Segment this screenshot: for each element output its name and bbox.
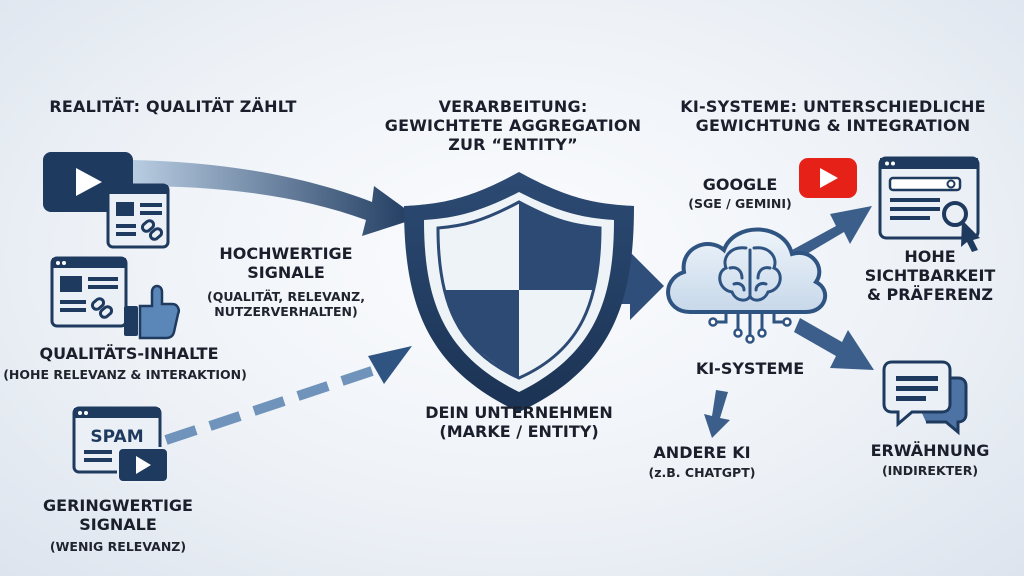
spam-label: SPAM: [90, 427, 143, 447]
arrow-ai-to-mention: [794, 318, 874, 370]
low-signals-title: GERINGWERTIGE SIGNALE: [43, 496, 193, 534]
quality-content-title: QUALITÄTS-INHALTE: [39, 344, 219, 363]
arrow-ai-to-visibility: [792, 206, 872, 258]
thumbs-up-icon: [124, 284, 180, 340]
article-link-icon: [106, 183, 170, 249]
other-ai-detail: (z.B. CHATGPT): [648, 465, 756, 480]
mention-title: ERWÄHNUNG: [870, 441, 990, 460]
shield-icon: [404, 172, 634, 412]
quality-content-detail: (HOHE RELEVANZ & INTERAKTION): [3, 367, 247, 382]
arrow-ai-to-other-ai: [704, 390, 730, 438]
heading-left: REALITÄT: QUALITÄT ZÄHLT: [49, 97, 297, 116]
quality-content-page-icon: [50, 256, 128, 328]
heading-center: VERARBEITUNG: GEWICHTETE AGGREGATION ZUR…: [384, 97, 642, 154]
youtube-icon: [799, 158, 857, 198]
arrow-low-signals-to-entity: [164, 346, 412, 445]
small-video-icon: [117, 447, 169, 483]
heading-right: KI-SYSTEME: UNTERSCHIEDLICHE GEWICHTUNG …: [680, 97, 986, 135]
high-signals-title: HOCHWERTIGE SIGNALE: [219, 244, 353, 282]
high-signals-detail: (QUALITÄT, RELEVANZ, NUTZERVERHALTEN): [207, 289, 365, 319]
mention-detail: (INDIREKTER): [881, 463, 979, 478]
entity-title: DEIN UNTERNEHMEN (MARKE / ENTITY): [425, 403, 613, 441]
visibility-title: HOHE SICHTBARKEIT & PRÄFERENZ: [864, 247, 996, 304]
ai-cloud-brain-icon: [666, 227, 828, 344]
arrow-high-signals-to-entity: [132, 160, 418, 236]
ai-systems-title: KI-SYSTEME: [695, 359, 805, 378]
chat-bubbles-icon: [882, 360, 968, 436]
google-detail: (SGE / GEMINI): [688, 196, 792, 211]
google-title: GOOGLE: [702, 175, 778, 194]
other-ai-title: ANDERE KI: [653, 443, 751, 462]
browser-search-icon: [878, 156, 980, 252]
low-signals-detail: (WENIG RELEVANZ): [49, 539, 187, 554]
